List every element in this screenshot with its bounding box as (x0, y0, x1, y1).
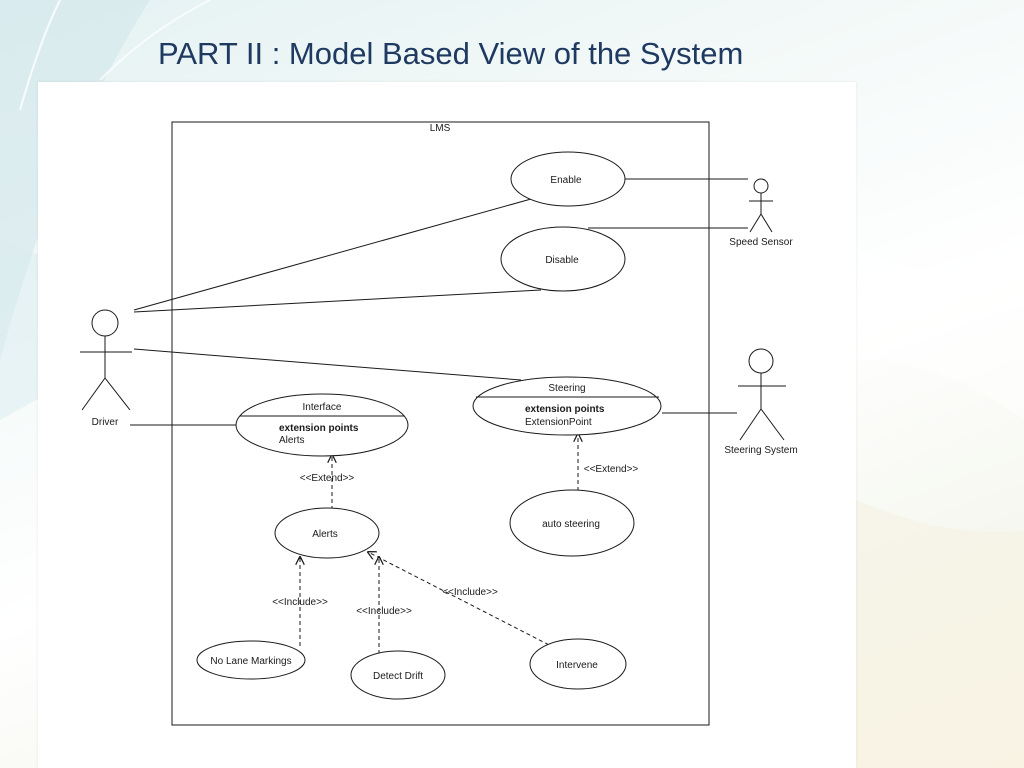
actor-driver[interactable] (80, 309, 132, 411)
use-case-enable[interactable]: Enable (510, 151, 626, 207)
actor-steering-system-label: Steering System (724, 445, 797, 456)
include-label-detect-drift: <<Include>> (356, 606, 412, 617)
include-arrow-intervene-alerts (368, 552, 556, 649)
steering-extension-points-heading: extension points (525, 404, 605, 415)
use-case-enable-label: Enable (550, 175, 582, 186)
use-case-no-lane-markings-label: No Lane Markings (210, 656, 291, 667)
use-case-disable-label: Disable (545, 255, 579, 266)
use-case-steering-label: Steering (548, 383, 585, 394)
actor-speed-sensor[interactable] (749, 178, 773, 233)
system-boundary (171, 121, 710, 726)
use-case-interface[interactable]: Interface extension points Alerts (235, 393, 409, 457)
include-label-no-lane-markings: <<Include>> (272, 597, 328, 608)
extend-label-auto-steering: <<Extend>> (584, 464, 639, 475)
use-case-no-lane-markings[interactable]: No Lane Markings (196, 640, 306, 680)
use-case-intervene-label: Intervene (556, 660, 598, 671)
actor-steering-system-head (748, 348, 774, 374)
system-boundary-label: LMS (430, 123, 451, 134)
use-case-intervene[interactable]: Intervene (529, 638, 627, 690)
association-driver-enable (133, 198, 532, 311)
slide-title: PART II : Model Based View of the System (158, 36, 744, 71)
interface-extension-points-heading: extension points (279, 423, 359, 434)
actor-driver-head (91, 309, 119, 337)
use-case-detect-drift-label: Detect Drift (373, 671, 423, 682)
actor-driver-label: Driver (92, 417, 119, 428)
dependencies (300, 434, 578, 654)
actor-speed-sensor-label: Speed Sensor (729, 237, 793, 248)
extend-label-alerts: <<Extend>> (300, 473, 355, 484)
associations (130, 178, 748, 426)
actor-steering-system[interactable] (738, 348, 786, 441)
association-driver-disable (133, 289, 542, 313)
use-case-auto-steering[interactable]: auto steering (509, 489, 635, 557)
association-driver-steering (133, 348, 522, 381)
use-case-alerts[interactable]: Alerts (274, 507, 380, 559)
steering-extension-point: ExtensionPoint (525, 417, 592, 428)
actor-speed-sensor-head (753, 178, 769, 194)
use-case-disable[interactable]: Disable (500, 226, 626, 292)
use-case-alerts-label: Alerts (312, 529, 338, 540)
use-case-auto-steering-label: auto steering (542, 519, 600, 530)
use-case-interface-label: Interface (303, 402, 342, 413)
use-case-detect-drift[interactable]: Detect Drift (350, 650, 446, 700)
interface-extension-point: Alerts (279, 435, 305, 446)
include-label-intervene: <<Include>> (442, 587, 498, 598)
use-case-steering[interactable]: Steering extension points ExtensionPoint (472, 376, 662, 436)
